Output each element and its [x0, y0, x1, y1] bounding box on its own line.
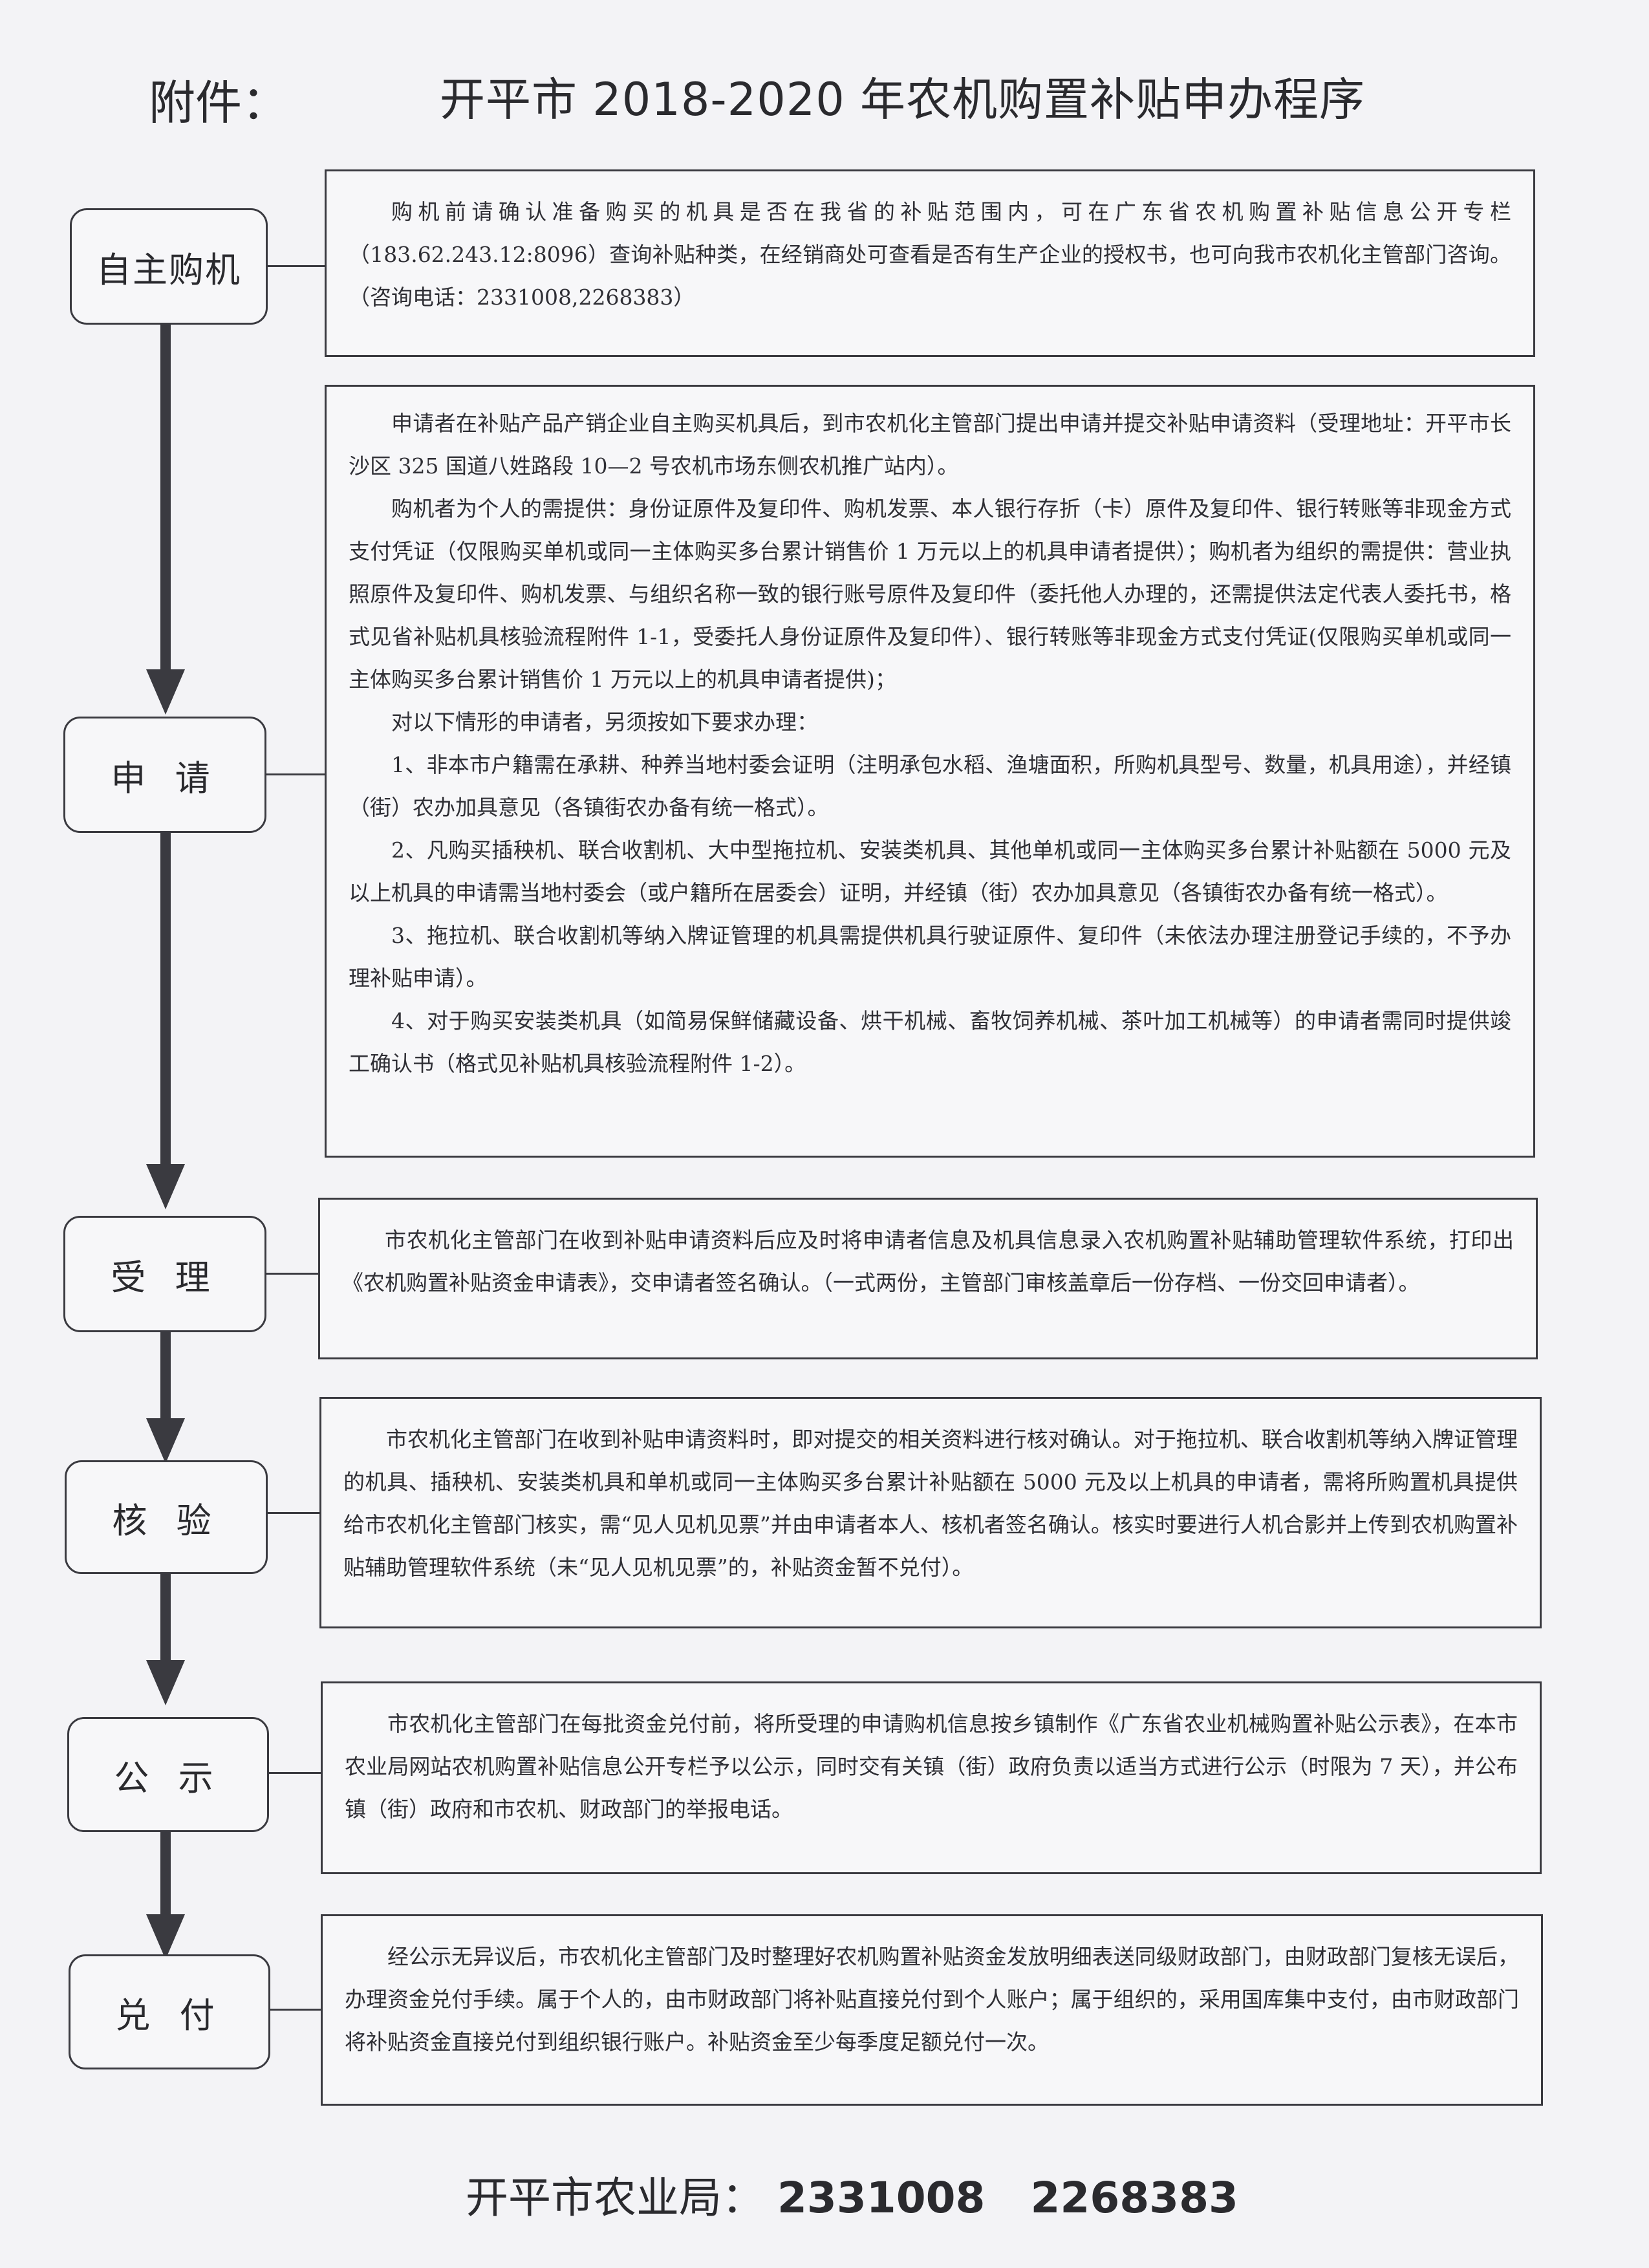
step-paragraph: 市农机化主管部门在每批资金兑付前，将所受理的申请购机信息按乡镇制作《广东省农业机… [345, 1711, 1518, 1822]
step-paragraph: 购机者为个人的需提供：身份证原件及复印件、购机发票、本人银行存折（卡）原件及复印… [349, 496, 1511, 692]
step-paragraph: 购机前请确认准备购买的机具是否在我省的补贴范围内，可在广东省农机购置补贴信息公开… [349, 199, 1511, 310]
step-label-publicize: 公 示 [67, 1717, 269, 1832]
flow-arrow-shaft [160, 1331, 171, 1421]
step-label-accept: 受 理 [63, 1216, 266, 1332]
step-label-payout: 兑 付 [69, 1954, 270, 2069]
footer-contact: 开平市农业局： 2331008 2268383 [466, 2163, 1306, 2225]
step-paragraph: 2、凡购买插秧机、联合收割机、大中型拖拉机、安装类机具、其他单机或同一主体购买多… [349, 837, 1511, 905]
step-label-verify: 核 验 [65, 1460, 268, 1574]
flow-arrow-head [146, 1164, 185, 1209]
step-label-apply: 申 请 [63, 717, 266, 833]
step-paragraph: 申请者在补贴产品产销企业自主购买机具后，到市农机化主管部门提出申请并提交补贴申请… [349, 411, 1511, 479]
attachment-label: 附件： [149, 76, 289, 130]
step-label-self-purchase: 自主购机 [70, 208, 268, 325]
step-connector [270, 2009, 322, 2011]
step-paragraph: 4、对于购买安装类机具（如简易保鲜储藏设备、烘干机械、畜牧饲养机械、茶叶加工机械… [349, 1008, 1511, 1076]
step-paragraph: 对以下情形的申请者，另须按如下要求办理： [391, 709, 818, 735]
step-paragraph: 3、拖拉机、联合收割机等纳入牌证管理的机具需提供机具行驶证原件、复印件（未依法办… [349, 923, 1511, 991]
step-connector [266, 773, 326, 775]
step-detail-accept: 市农机化主管部门在收到补贴申请资料后应及时将申请者信息及机具信息录入农机购置补贴… [318, 1198, 1538, 1359]
step-detail-self-purchase: 购机前请确认准备购买的机具是否在我省的补贴范围内，可在广东省农机购置补贴信息公开… [325, 169, 1535, 357]
flow-arrow-head [146, 1660, 185, 1705]
footer-phone-2: 2268383 [1030, 2173, 1238, 2223]
step-paragraph: 经公示无异议后，市农机化主管部门及时整理好农机购置补贴资金发放明细表送同级财政部… [345, 1944, 1519, 2055]
step-detail-publicize: 市农机化主管部门在每批资金兑付前，将所受理的申请购机信息按乡镇制作《广东省农业机… [321, 1681, 1542, 1874]
step-paragraph: 市农机化主管部门在收到补贴申请资料后应及时将申请者信息及机具信息录入农机购置补贴… [342, 1227, 1514, 1295]
flow-arrow-shaft [160, 1830, 171, 1921]
footer-org: 开平市农业局： [466, 2173, 764, 2223]
step-detail-payout: 经公示无异议后，市农机化主管部门及时整理好农机购置补贴资金发放明细表送同级财政部… [321, 1914, 1543, 2106]
footer-phone-1: 2331008 [777, 2173, 986, 2223]
step-paragraph: 市农机化主管部门在收到补贴申请资料时，即对提交的相关资料进行核对确认。对于拖拉机… [343, 1427, 1518, 1580]
flow-arrow-shaft [160, 1573, 171, 1663]
step-detail-verify: 市农机化主管部门在收到补贴申请资料时，即对提交的相关资料进行核对确认。对于拖拉机… [319, 1397, 1542, 1628]
step-paragraph: 1、非本市户籍需在承耕、种养当地村委会证明（注明承包水稻、渔塘面积，所购机具型号… [349, 752, 1511, 820]
flow-arrow-shaft [160, 323, 171, 673]
flow-arrow-head [146, 1418, 185, 1463]
flow-arrow-head [146, 1914, 185, 1960]
flow-arrow-head [146, 669, 185, 715]
step-detail-apply: 申请者在补贴产品产销企业自主购买机具后，到市农机化主管部门提出申请并提交补贴申请… [325, 385, 1535, 1158]
step-connector [268, 265, 326, 267]
flow-arrow-shaft [160, 831, 171, 1167]
step-connector [268, 1512, 321, 1514]
step-connector [266, 1273, 319, 1275]
step-connector [269, 1772, 322, 1774]
document-title: 开平市 2018-2020 年农机购置补贴申办程序 [440, 73, 1366, 126]
